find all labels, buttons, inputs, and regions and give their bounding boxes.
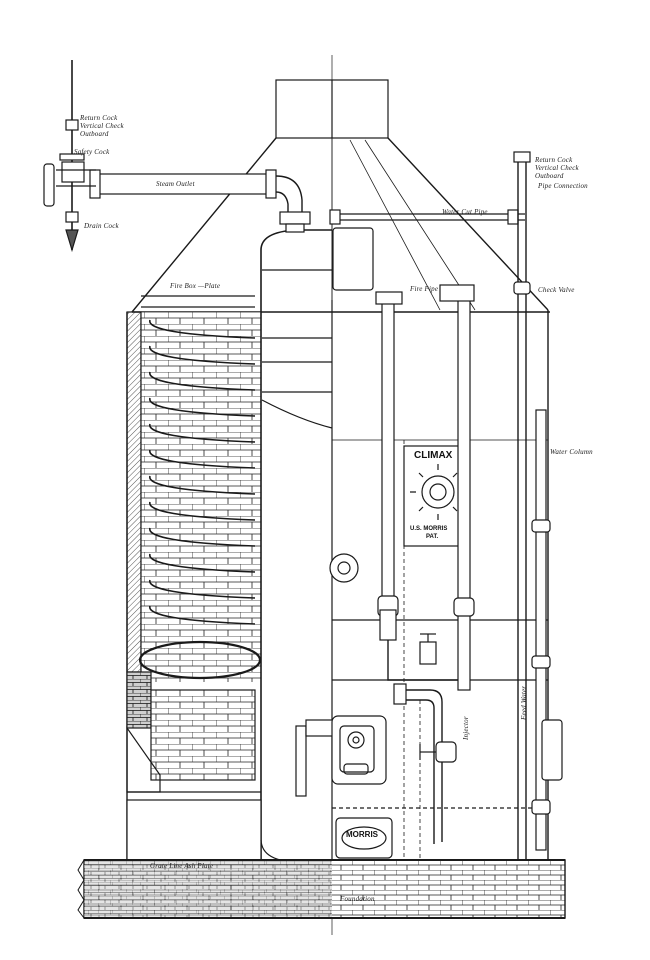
lower-brick-chamber (126, 671, 262, 861)
door-plate-text: MORRIS (346, 830, 378, 839)
label-foundation: Foundation (340, 895, 375, 903)
label-feed-pipe: Feed Water (520, 685, 528, 720)
label-safety-cock: Safety Cock (74, 148, 110, 156)
label-top-right-2: Vertical Check (535, 164, 579, 172)
label-water-column: Water Column (550, 448, 593, 456)
label-water-cut-pipe: Water Cut Pipe (442, 208, 488, 216)
right-vertical-pipe (419, 284, 475, 691)
label-drain-cock: Drain Cock (84, 222, 119, 230)
left-brick-wall (126, 250, 262, 860)
label-steam-outlet: Steam Outlet (156, 180, 195, 188)
right-lower-bracket (541, 719, 563, 781)
label-top-left-3: Outboard (80, 130, 109, 138)
feed-pipe (513, 151, 561, 860)
left-vertical-pipe (375, 291, 462, 681)
safety-valve (43, 60, 96, 253)
plate-sub1: U.S. MORRIS (410, 526, 448, 532)
foundation (77, 859, 566, 919)
spiral-coil (138, 319, 262, 680)
side-disk (329, 553, 359, 583)
label-injector: Injector (462, 716, 470, 740)
label-check-valve: Check Valve (538, 286, 575, 294)
lower-pipework (295, 683, 457, 844)
label-fire-pipe: Fire Pipe (410, 285, 439, 293)
firebox-holes (141, 295, 255, 308)
label-top-right-4: Pipe Connection (538, 182, 588, 190)
plate-sub2: PAT. (426, 534, 439, 540)
climax-nameplate (403, 445, 466, 547)
plate-brand: CLIMAX (414, 450, 453, 461)
water-cut-pipe (329, 209, 525, 225)
ash-door (335, 817, 393, 859)
fire-door (331, 715, 387, 785)
label-top-left-2: Vertical Check (80, 122, 124, 130)
label-top-right-1: Return Cock (535, 156, 573, 164)
steam-outlet-pipe (89, 169, 311, 233)
label-fire-box: Fire Box —Plate (170, 282, 221, 290)
label-grate-level: Grate Line Ash Plate (150, 862, 214, 870)
label-top-left-1: Return Cock (80, 114, 118, 122)
label-top-right-3: Outboard (535, 172, 564, 180)
